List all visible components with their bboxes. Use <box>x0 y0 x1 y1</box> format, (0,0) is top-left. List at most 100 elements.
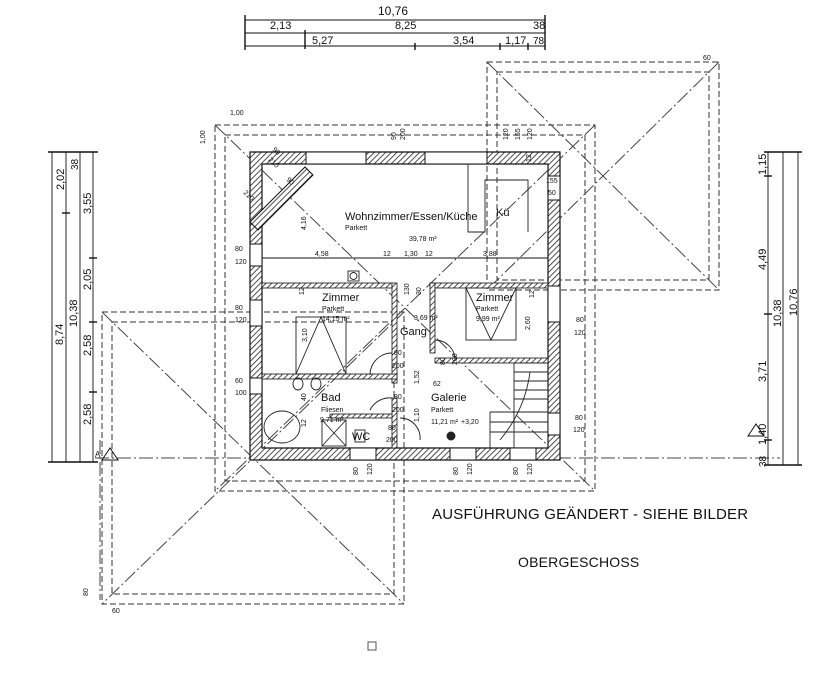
right-roof-inner <box>496 71 710 281</box>
fixtures <box>263 164 549 449</box>
dim-right: 3,71 <box>757 361 769 382</box>
dim-opening: 120 <box>503 128 510 140</box>
window-right-1 <box>547 175 561 201</box>
section-a-right-icon <box>747 423 765 437</box>
dim-opening: 80 <box>576 317 584 324</box>
window-left-1 <box>249 243 263 267</box>
dim-left: 38 <box>70 158 81 170</box>
level-marker <box>446 431 456 441</box>
dim-right: 1,15 <box>757 154 769 175</box>
dim-right: 38 <box>758 455 769 467</box>
dim-opening: 1,00 <box>230 110 244 117</box>
dim-left: 2,02 <box>55 169 67 190</box>
room-bedroom1-name: Zimmer <box>322 292 360 304</box>
dim-opening: 200 <box>392 407 404 414</box>
room-gallery-floor: Parkett <box>431 407 453 414</box>
dim-right: 1,40 <box>757 424 769 445</box>
dim-top: 38 <box>533 20 545 32</box>
bed-left <box>295 316 347 375</box>
dim-opening: 120 <box>467 463 474 475</box>
dim-opening: 80 <box>388 425 396 432</box>
room-bath-area: 9,71 m² <box>320 417 344 424</box>
dim-interior: 62 <box>433 381 441 388</box>
dim-opening: 120 <box>527 128 534 140</box>
room-gallery-name: Galerie <box>431 392 466 404</box>
dim-interior: 4,58 <box>315 251 329 258</box>
dim-opening: 120 <box>527 463 534 475</box>
dim-opening: 200 <box>392 363 404 370</box>
dim-top: 78 <box>533 36 545 47</box>
window-top-1 <box>305 151 367 165</box>
dim-top: 8,25 <box>395 20 416 32</box>
dim-opening: 80 <box>83 588 90 596</box>
staircase <box>489 362 549 449</box>
dim-opening: 90 <box>391 132 398 140</box>
dim-opening: 155 <box>515 128 522 140</box>
window-bottom-2 <box>449 447 477 461</box>
dim-opening: 80 <box>575 415 583 422</box>
section-markers <box>101 423 765 461</box>
dim-left: 2,58 <box>82 404 94 425</box>
dim-opening: 80 <box>394 350 402 357</box>
room-hall-name: Gang <box>400 326 427 338</box>
room-living-floor: Parkett <box>345 225 367 232</box>
dim-opening: 120 <box>235 317 247 324</box>
dim-left: 3,55 <box>82 193 94 214</box>
dim-left: 8,74 <box>54 324 66 345</box>
dim-opening: 155 <box>546 178 558 185</box>
dim-opening: 80 <box>513 467 520 475</box>
dim-interior: 1,10 <box>414 408 421 422</box>
dim-interior: 12 <box>299 287 306 295</box>
window-bottom-1 <box>349 447 377 461</box>
room-bedroom1-area: 14,15 m² <box>322 316 350 323</box>
dim-opening: 80 <box>440 357 447 365</box>
kitchen-counter <box>467 164 529 233</box>
room-bedroom2-floor: Parkett <box>476 306 498 313</box>
room-bath-name: Bad <box>321 392 341 404</box>
dim-interior: 40 <box>301 393 308 401</box>
room-wc-name: WC <box>352 431 370 443</box>
room-living-name: Wohnzimmer/Essen/Küche <box>345 211 477 223</box>
exterior-walls <box>249 151 561 461</box>
dim-top: 5,27 <box>312 35 333 47</box>
shower <box>321 419 347 447</box>
dim-opening: 80 <box>235 246 243 253</box>
dim-opening: 120 <box>573 427 585 434</box>
dim-top: 3,54 <box>453 35 474 47</box>
dim-opening: 120 <box>367 463 374 475</box>
dim-opening: 100 <box>235 390 247 397</box>
bathtub <box>263 410 301 444</box>
dim-interior: 30 <box>416 287 423 295</box>
dim-right: 4,49 <box>757 249 769 270</box>
room-bedroom2-name: Zimmer <box>476 292 514 304</box>
dim-opening: 60 <box>703 55 711 62</box>
dim-right: 10,76 <box>788 288 800 316</box>
dim-interior: 3,10 <box>302 328 309 342</box>
room-bedroom1-floor: Parkett <box>322 306 344 313</box>
room-bedroom2-area: 9,99 m² <box>476 316 500 323</box>
toilet <box>354 429 366 443</box>
dim-overall-width: 10,76 <box>378 4 408 18</box>
section-a-left-icon <box>101 447 119 461</box>
dim-top: 2,13 <box>270 20 291 32</box>
sink-2 <box>310 377 322 391</box>
dim-interior: 1,52 <box>414 370 421 384</box>
dim-interior: 1,30 <box>404 251 418 258</box>
room-kitchen-name: Kü <box>496 207 509 219</box>
dim-opening: 80 <box>353 467 360 475</box>
dim-opening: 80 <box>453 467 460 475</box>
dim-interior: 12 <box>425 251 433 258</box>
chimney <box>347 270 360 282</box>
window-right-3 <box>547 412 561 436</box>
dim-opening: 120 <box>574 330 586 337</box>
bay-wall <box>249 166 314 231</box>
room-living-area: 39,78 m² <box>409 236 437 243</box>
dim-opening: 200 <box>452 353 459 365</box>
dim-top: 1,17 <box>505 35 526 47</box>
dim-left: 2,05 <box>82 269 94 290</box>
dim-opening: 120 <box>235 259 247 266</box>
right-roof-outline <box>486 61 720 291</box>
dim-interior: 12 <box>301 419 308 427</box>
dim-interior: 3,88 <box>483 251 497 258</box>
